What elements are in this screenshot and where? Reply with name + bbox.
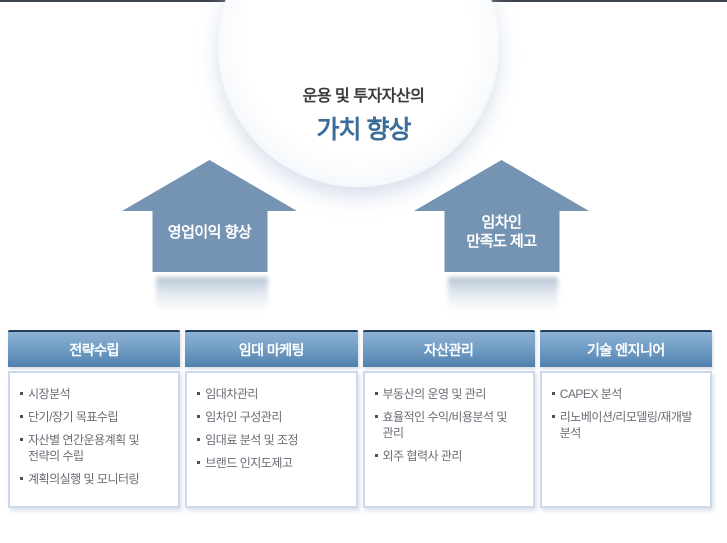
up-arrow-right: 임차인 만족도 제고: [414, 160, 589, 272]
goal-main-title: 가치 향상: [316, 116, 412, 144]
list-item: 계획의실행 및 모니터링: [20, 471, 170, 487]
column-body: 시장분석 단기/장기 목표수립 자산별 연간운용계획 및 전략의 수립 계획의실…: [8, 371, 181, 508]
arrow-right-label: 임차인 만족도 제고: [466, 214, 537, 250]
arrow-left-reflection: [156, 277, 268, 319]
list-item: 임대료 분석 및 조정: [197, 432, 347, 448]
list-item: CAPEX 분석: [551, 386, 702, 402]
column-body: 부동산의 운영 및 관리 효율적인 수익/비용분석 및 관리 외주 협력사 관리: [362, 371, 535, 508]
column-header: 임대 마케팅: [185, 330, 358, 367]
bullet-icon: [551, 415, 555, 418]
list-item: 자산별 연간운용계획 및 전략의 수립: [20, 432, 170, 464]
list-item: 임대차관리: [197, 386, 347, 402]
bullet-icon: [20, 415, 23, 418]
list-item: 외주 협력사 관리: [374, 448, 525, 464]
column-body: CAPEX 분석 리노베이션/리모델링/재개발 분석: [539, 371, 712, 508]
bullet-icon: [20, 477, 23, 480]
up-arrow-left: 영업이익 향상: [122, 160, 297, 272]
goal-subtitle: 운용 및 투자자산의: [302, 88, 425, 105]
column-header: 기술 엔지니어: [539, 330, 712, 367]
arrow-left-label: 영업이익 향상: [167, 224, 252, 241]
function-columns: 전략수립 시장분석 단기/장기 목표수립 자산별 연간운용계획 및 전략의 수립…: [8, 330, 712, 508]
column-technical-engineer: 기술 엔지니어 CAPEX 분석 리노베이션/리모델링/재개발 분석: [539, 330, 712, 508]
bullet-icon: [374, 415, 378, 418]
arrow-right-reflection: [448, 277, 558, 319]
list-item: 브랜드 인지도제고: [197, 455, 347, 471]
column-lease-marketing: 임대 마케팅 임대차관리 임차인 구성관리 임대료 분석 및 조정 브랜드 인지…: [185, 330, 358, 508]
bullet-icon: [197, 392, 201, 395]
up-arrow-icon: [122, 160, 297, 272]
column-header: 자산관리: [362, 330, 535, 367]
column-asset-management: 자산관리 부동산의 운영 및 관리 효율적인 수익/비용분석 및 관리 외주 협…: [362, 330, 535, 508]
goal-title: 운용 및 투자자산의 가치 향상: [0, 82, 727, 146]
column-strategy: 전략수립 시장분석 단기/장기 목표수립 자산별 연간운용계획 및 전략의 수립…: [8, 330, 181, 508]
bullet-icon: [551, 392, 555, 395]
bullet-icon: [197, 438, 201, 441]
list-item: 단기/장기 목표수립: [20, 409, 170, 425]
bullet-icon: [374, 392, 378, 395]
bullet-icon: [20, 438, 23, 441]
list-item: 효율적인 수익/비용분석 및 관리: [374, 409, 525, 441]
bullet-icon: [197, 415, 201, 418]
bullet-icon: [374, 454, 378, 457]
list-item: 부동산의 운영 및 관리: [374, 386, 525, 402]
bullet-icon: [20, 392, 23, 395]
up-arrow-icon: [414, 160, 589, 272]
bullet-icon: [197, 461, 201, 464]
list-item: 리노베이션/리모델링/재개발 분석: [551, 409, 702, 441]
column-header: 전략수립: [8, 330, 181, 367]
list-item: 시장분석: [20, 386, 170, 402]
column-body: 임대차관리 임차인 구성관리 임대료 분석 및 조정 브랜드 인지도제고: [185, 371, 358, 508]
list-item: 임차인 구성관리: [197, 409, 347, 425]
